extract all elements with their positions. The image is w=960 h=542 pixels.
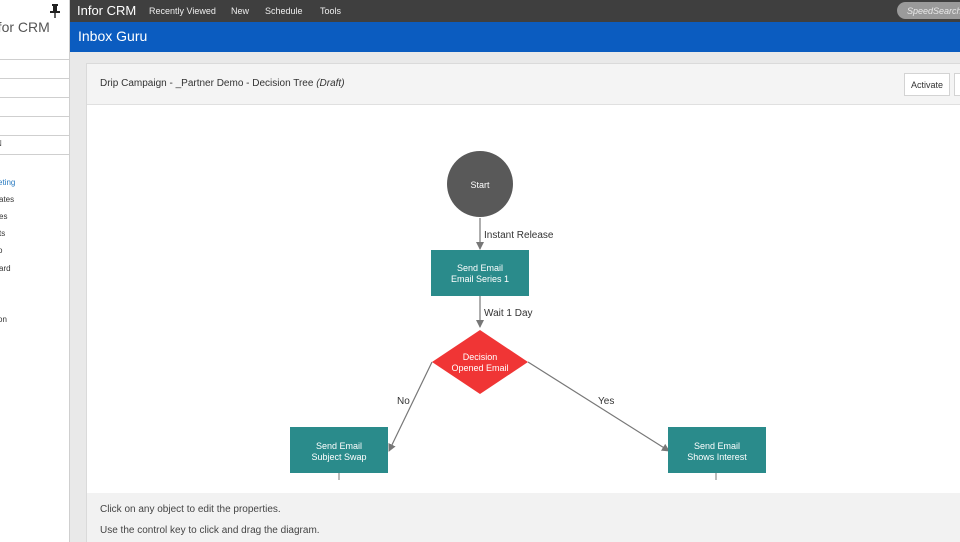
- sidebar-field-2[interactable]: [0, 78, 69, 79]
- campaign-status: (Draft): [316, 78, 345, 89]
- activate-button[interactable]: Activate: [904, 73, 950, 96]
- send-email-subject-swap-node[interactable]: [290, 427, 388, 473]
- sidebar-item-administration[interactable]: on: [0, 315, 7, 324]
- edge-label-yes: Yes: [598, 396, 614, 407]
- start-node[interactable]: [447, 151, 513, 217]
- diagram-help: Click on any object to edit the properti…: [87, 493, 960, 542]
- shows-interest-line2: Shows Interest: [687, 452, 747, 462]
- sidebar-field-3[interactable]: [0, 97, 69, 98]
- campaign-title: Drip Campaign - _Partner Demo - Decision…: [100, 78, 345, 89]
- edge-decision-yes[interactable]: [527, 361, 670, 452]
- pin-icon[interactable]: [49, 4, 61, 18]
- edge-decision-no[interactable]: [388, 361, 433, 452]
- decision-opened-email-node[interactable]: [432, 330, 528, 394]
- edge-label-wait: Wait 1 Day: [484, 308, 533, 319]
- edge-label-instant-release: Instant Release: [484, 230, 554, 241]
- sidebar-field-4[interactable]: [0, 116, 69, 117]
- app-title[interactable]: Infor CRM: [77, 3, 137, 18]
- sidebar-item-contacts[interactable]: ts: [0, 229, 6, 238]
- decision-line1: Decision: [463, 352, 498, 362]
- top-navigation-bar: Infor CRM Recently Viewed New Schedule T…: [70, 0, 960, 22]
- sidebar-field-1[interactable]: [0, 59, 69, 60]
- left-sidebar: Infor CRM N eting ates es ts o ard on: [0, 0, 70, 542]
- sidebar-item-sales[interactable]: es: [0, 212, 8, 221]
- subject-swap-line1: Send Email: [316, 441, 362, 451]
- menu-new[interactable]: New: [231, 6, 250, 16]
- sidebar-item-marketing[interactable]: eting: [0, 178, 16, 187]
- campaign-panel: Drip Campaign - _Partner Demo - Decision…: [86, 63, 960, 542]
- menu-recently-viewed[interactable]: Recently Viewed: [149, 6, 216, 16]
- send-email-series-node[interactable]: [431, 250, 529, 296]
- page-title: Inbox Guru: [78, 28, 148, 44]
- send-email-shows-interest-node[interactable]: [668, 427, 766, 473]
- send-email-series-line2: Email Series 1: [451, 274, 509, 284]
- help-text-edit: Click on any object to edit the properti…: [100, 504, 281, 515]
- sidebar-field-value: N: [0, 139, 2, 148]
- sidebar-item-info[interactable]: o: [0, 246, 2, 255]
- campaign-panel-header: Drip Campaign - _Partner Demo - Decision…: [87, 64, 960, 105]
- decision-tree-diagram[interactable]: Instant Release Wait 1 Day No Yes Start …: [86, 105, 960, 493]
- sidebar-item-dashboard[interactable]: ard: [0, 264, 11, 273]
- start-node-label: Start: [470, 180, 490, 190]
- menu-tools[interactable]: Tools: [320, 6, 342, 16]
- menu-schedule[interactable]: Schedule: [265, 6, 303, 16]
- sidebar-brand: Infor CRM: [0, 19, 50, 35]
- more-actions-button[interactable]: [954, 73, 960, 96]
- send-email-series-line1: Send Email: [457, 263, 503, 273]
- page-header: Inbox Guru: [70, 22, 960, 52]
- decision-line2: Opened Email: [451, 363, 508, 373]
- subject-swap-line2: Subject Swap: [311, 452, 366, 462]
- sidebar-item-templates[interactable]: ates: [0, 195, 15, 204]
- shows-interest-line1: Send Email: [694, 441, 740, 451]
- edge-label-no: No: [397, 396, 410, 407]
- speed-search-input[interactable]: SpeedSearch: [897, 2, 960, 19]
- help-text-drag: Use the control key to click and drag th…: [100, 525, 320, 536]
